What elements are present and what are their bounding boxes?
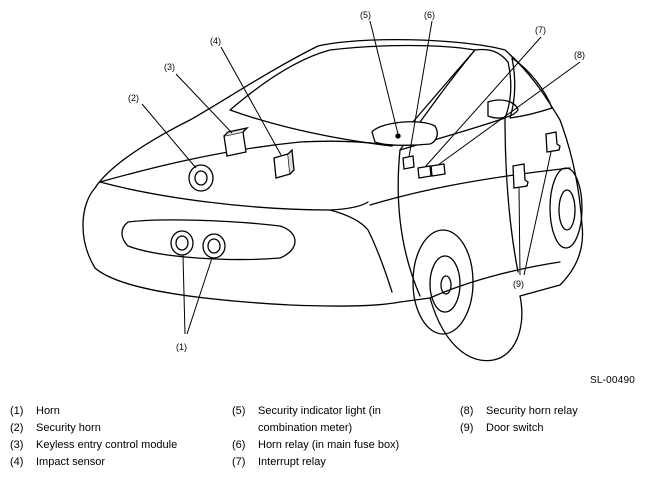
headlight-line (329, 209, 393, 293)
door-switch-front-icon (512, 163, 529, 189)
leader-7 (424, 36, 542, 168)
legend-text: Impact sensor (36, 456, 106, 468)
legend-text: Security indicator light (in combination… (258, 405, 381, 434)
door-edge-rear (504, 117, 519, 273)
callout-3: (3) (164, 62, 175, 72)
front-wheel-hub (429, 255, 461, 313)
legend-item: (6) Horn relay (in main fuse box) (232, 437, 437, 454)
legend-number: (9) (460, 422, 474, 434)
legend-item: (5) Security indicator light (in combinat… (232, 403, 437, 437)
legend-number: (3) (10, 439, 24, 451)
callout-1: (1) (176, 342, 187, 352)
callout-2: (2) (128, 93, 139, 103)
leader-1b (186, 257, 213, 335)
leader-3 (175, 73, 233, 134)
legend-item: (9) Door switch (460, 420, 660, 437)
hood-front (99, 181, 369, 211)
side-mirror (487, 99, 519, 119)
legend-text: Horn relay (in main fuse box) (258, 439, 400, 451)
leader-2 (141, 103, 197, 169)
legend-text: Keyless entry control module (36, 439, 178, 451)
leader-5 (369, 20, 399, 135)
side-window-front (399, 48, 512, 151)
door-edge-front (397, 149, 421, 297)
legend-item: (7) Interrupt relay (232, 454, 437, 471)
legend-number: (4) (10, 456, 24, 468)
callout-9: (9) (513, 279, 524, 289)
keyless-entry-module-icon (223, 126, 250, 157)
legend-text: Door switch (486, 422, 544, 434)
callout-4: (4) (210, 36, 221, 46)
callout-5: (5) (360, 10, 371, 20)
horn-left-icon (170, 230, 194, 256)
impact-sensor-icon (273, 148, 295, 179)
hood-line (99, 140, 393, 183)
legend-text: Interrupt relay (258, 456, 326, 468)
legend-item: (1) Horn (10, 403, 210, 420)
front-wheel (412, 229, 474, 335)
legend-text: Security horn relay (486, 405, 578, 417)
leader-4 (220, 46, 282, 156)
front-wheel-cap (440, 275, 452, 295)
legend-text: Security horn (36, 422, 101, 434)
leader-1a (182, 254, 186, 335)
rear-wheel-hub (558, 189, 576, 231)
security-horn-icon (188, 164, 214, 192)
front-bumper-opening (121, 219, 296, 261)
interrupt-relay-icon (417, 165, 432, 179)
figure-id: SL-00490 (590, 375, 635, 386)
legend-number: (5) (232, 405, 246, 417)
legend-number: (2) (10, 422, 24, 434)
horn-relay-icon (402, 155, 415, 170)
legend-number: (6) (232, 439, 246, 451)
callout-8: (8) (574, 50, 585, 60)
legend-number: (7) (232, 456, 246, 468)
callout-7: (7) (535, 25, 546, 35)
leader-6 (408, 20, 433, 158)
legend-column-1: (1) Horn (2) Security horn (3) Keyless entr… (10, 403, 210, 471)
legend-number: (8) (460, 405, 474, 417)
legend-item: (2) Security horn (10, 420, 210, 437)
leader-9b (523, 151, 552, 276)
leader-9a (518, 187, 521, 276)
legend-column-2: (5) Security indicator light (in combinat… (232, 403, 437, 471)
security-indicator-light-icon (395, 133, 401, 139)
windshield (229, 44, 476, 147)
rear-wheel (549, 167, 583, 249)
horn-right-icon (202, 233, 226, 259)
side-character-line (369, 167, 571, 206)
legend-item: (3) Keyless entry control module (10, 437, 210, 454)
combination-meter-icon (371, 121, 438, 146)
legend-number: (1) (10, 405, 24, 417)
door-switch-rear-icon (545, 131, 561, 153)
legend-column-3: (8) Security horn relay (9) Door switch (460, 403, 660, 437)
callout-6: (6) (424, 10, 435, 20)
legend-item: (4) Impact sensor (10, 454, 210, 471)
legend-item: (8) Security horn relay (460, 403, 660, 420)
car-body-outline (82, 38, 584, 362)
car-component-diagram: (1) (2) (3) (4) (5) (6) (7) (8) (9) (82, 10, 585, 362)
security-horn-relay-icon (430, 163, 446, 177)
side-window-rear (509, 57, 553, 119)
leader-8 (437, 61, 581, 166)
legend-text: Horn (36, 405, 60, 417)
